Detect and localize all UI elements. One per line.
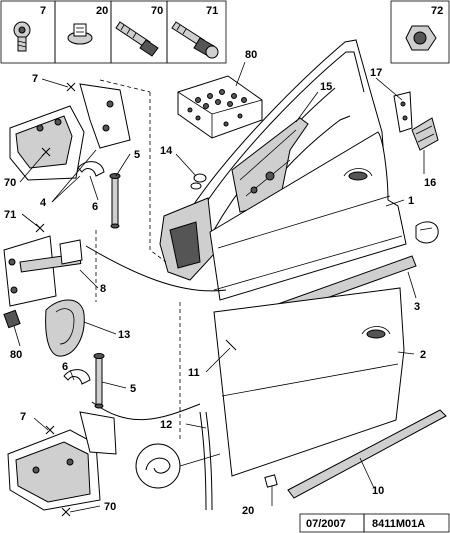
footer-reference: 8411M01A	[372, 518, 425, 530]
upper-hinge[interactable]	[9, 83, 131, 181]
hinge-pin-lower[interactable]	[93, 353, 105, 409]
callout-80-plug: 80	[10, 349, 22, 361]
door-shell[interactable]	[209, 131, 407, 301]
door-check-strap[interactable]	[3, 235, 83, 307]
hinge-clip-upper[interactable]	[77, 161, 105, 177]
callout-70-lower: 70	[104, 501, 116, 513]
callout-labels: 80 15 17 14 16 7 70 5 4 6 71 1 8 3 13 80…	[4, 49, 436, 517]
callout-8: 8	[100, 283, 106, 295]
clip-20-icon	[67, 23, 93, 45]
leader-lines	[13, 61, 425, 513]
callout-7-lower: 7	[20, 411, 26, 423]
grommet-plug[interactable]	[3, 309, 21, 329]
callout-5-lower: 5	[130, 383, 136, 395]
callout-11: 11	[188, 367, 200, 379]
callout-16: 16	[424, 177, 436, 189]
callout-70-upper: 70	[4, 177, 16, 189]
callout-17: 17	[370, 67, 382, 79]
lock-mechanism[interactable]	[411, 117, 439, 151]
hinge-pin-upper[interactable]	[109, 173, 121, 229]
svg-text:20: 20	[96, 5, 108, 17]
callout-2: 2	[420, 349, 426, 361]
callout-80-kit: 80	[245, 49, 257, 61]
svg-text:72: 72	[431, 5, 443, 17]
fastener-kit[interactable]	[177, 75, 263, 139]
fastener-box-20[interactable]: 20	[54, 0, 112, 64]
window-regulator[interactable]	[231, 117, 309, 213]
callout-3: 3	[414, 301, 420, 313]
cable-detail	[135, 443, 221, 489]
door-stop-pin[interactable]	[225, 339, 237, 351]
callout-20: 20	[242, 505, 254, 517]
callout-7-upper: 7	[32, 73, 38, 85]
callout-6-upper: 6	[92, 201, 98, 213]
fastener-box-71[interactable]: 71	[166, 0, 227, 64]
svg-text:71: 71	[206, 5, 218, 17]
door-moulding-lower[interactable]	[287, 409, 447, 499]
callout-12: 12	[160, 419, 172, 431]
fastener-box-7[interactable]: 7	[0, 0, 56, 64]
screw-7-icon	[13, 21, 31, 52]
callout-6-lower: 6	[62, 361, 68, 373]
callout-5-upper: 5	[134, 149, 140, 161]
hinge-clip-lower[interactable]	[63, 369, 91, 385]
fastener-box-72[interactable]: 72	[390, 0, 450, 64]
bolt-70-icon	[115, 21, 159, 57]
callout-13: 13	[118, 329, 130, 341]
inner-door-panel	[159, 197, 215, 281]
svg-text:7: 7	[40, 5, 46, 17]
bolt-71-icon	[171, 21, 219, 59]
guide-lines	[85, 79, 227, 440]
latch-bracket[interactable]	[393, 91, 413, 133]
door-grommet[interactable]	[45, 299, 85, 357]
door-skin-lower[interactable]	[213, 287, 405, 477]
svg-text:70: 70	[151, 5, 163, 17]
door-seal[interactable]	[199, 411, 213, 511]
adhesive-pad[interactable]	[264, 474, 278, 488]
footer: 07/2007 8411M01A	[299, 513, 450, 533]
fastener-box-70[interactable]: 70	[110, 0, 168, 64]
callout-15: 15	[320, 81, 332, 93]
callout-10: 10	[372, 485, 384, 497]
callout-14: 14	[160, 145, 173, 157]
callout-1: 1	[408, 195, 414, 207]
lower-hinge[interactable]	[7, 411, 117, 511]
mirror-seal[interactable]	[190, 173, 207, 190]
callout-4: 4	[40, 197, 47, 209]
footer-date: 07/2007	[306, 518, 346, 530]
moulding-clip[interactable]	[415, 221, 439, 244]
callout-71: 71	[4, 209, 16, 221]
nut-72-icon	[405, 25, 437, 51]
